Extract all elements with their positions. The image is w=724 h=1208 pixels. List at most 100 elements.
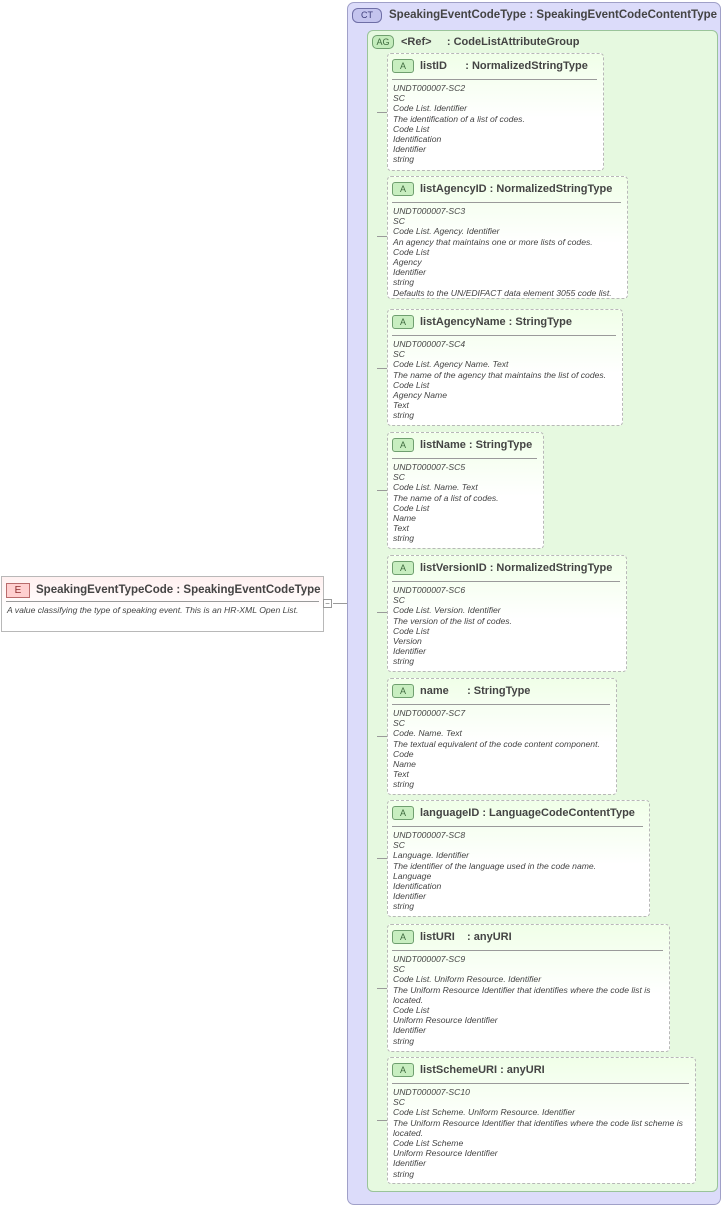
doc-line: Code. Name. Text (393, 728, 462, 739)
attribute-box-listversionid[interactable]: A listVersionID : NormalizedStringType U… (387, 555, 627, 672)
attribute-badge-icon: A (392, 437, 414, 452)
attribute-header: A listSchemeURI : anyURI (392, 1062, 545, 1077)
attribute-box-listagencyname[interactable]: A listAgencyName : StringType UNDT000007… (387, 309, 623, 426)
attribute-header: A listAgencyID : NormalizedStringType (392, 181, 612, 196)
doc-line: string (393, 901, 415, 912)
doc-line: The name of a list of codes. (393, 492, 499, 503)
doc-line: string (393, 656, 415, 667)
branch-tick (377, 858, 387, 859)
doc-line: The version of the list of codes. (393, 615, 512, 626)
doc-line: Identification (393, 134, 442, 145)
attribute-box-name[interactable]: A name : StringType UNDT000007-SC7 SC Co… (387, 678, 617, 795)
attribute-title: listAgencyID : NormalizedStringType (420, 182, 613, 195)
doc-line: Identifier (393, 144, 426, 155)
attribute-badge-icon: A (392, 805, 414, 820)
doc-line: SC (393, 93, 405, 104)
attribute-group-header: AG <Ref> : CodeListAttributeGroup (372, 34, 579, 50)
attribute-badge-icon: A (392, 1062, 414, 1077)
attribute-documentation: UNDT000007-SC10 SC Code List Scheme. Uni… (393, 1087, 689, 1179)
doc-line: The identifier of the language used in t… (393, 860, 597, 871)
complex-type-badge-icon: CT (352, 7, 382, 23)
doc-line: SC (393, 718, 405, 729)
doc-line: SC (393, 472, 405, 483)
doc-line: SC (393, 964, 405, 975)
attribute-divider (392, 704, 610, 705)
attribute-documentation: UNDT000007-SC7 SC Code. Name. Text The t… (393, 708, 610, 790)
doc-line: SC (393, 216, 405, 227)
doc-line: Identifier (393, 1025, 426, 1036)
doc-line: Code List (393, 123, 430, 134)
attribute-documentation: UNDT000007-SC9 SC Code List. Uniform Res… (393, 954, 663, 1046)
doc-line: Name (393, 513, 416, 524)
doc-line: UNDT000007-SC6 (393, 585, 466, 595)
attribute-title: listVersionID : NormalizedStringType (420, 561, 613, 574)
branch-tick (377, 988, 387, 989)
doc-line: The name of the agency that maintains th… (393, 369, 607, 380)
attribute-box-listuri[interactable]: A listURI : anyURI UNDT000007-SC9 SC Cod… (387, 924, 670, 1052)
doc-line: SC (393, 595, 405, 606)
doc-line: Code List. Agency. Identifier (393, 226, 500, 237)
doc-line: An agency that maintains one or more lis… (393, 236, 593, 247)
doc-line: Code List (393, 246, 430, 257)
attribute-box-listschemeuri[interactable]: A listSchemeURI : anyURI UNDT000007-SC10… (387, 1057, 696, 1184)
doc-line: Agency Name (393, 390, 447, 401)
branch-tick (377, 490, 387, 491)
attribute-title: name : StringType (420, 684, 531, 697)
doc-line: The Uniform Resource Identifier that ide… (393, 984, 651, 1005)
attribute-title: listURI : anyURI (420, 930, 512, 943)
doc-line: Name (393, 759, 416, 770)
doc-line: Language (393, 870, 432, 881)
branch-tick (377, 368, 387, 369)
attribute-header: A listURI : anyURI (392, 929, 512, 944)
doc-line: string (393, 779, 415, 790)
attribute-badge-icon: A (392, 560, 414, 575)
attribute-box-listid[interactable]: A listID : NormalizedStringType UNDT0000… (387, 53, 604, 171)
attribute-divider (392, 826, 643, 827)
doc-line: string (393, 410, 415, 421)
doc-line: Code List. Version. Identifier (393, 605, 501, 616)
doc-line: Identifier (393, 1158, 426, 1169)
attribute-box-listagencyid[interactable]: A listAgencyID : NormalizedStringType UN… (387, 176, 628, 299)
doc-line: Version (393, 636, 422, 647)
attribute-header: A languageID : LanguageCodeContentType (392, 805, 635, 820)
attribute-title: listSchemeURI : anyURI (420, 1063, 545, 1076)
attribute-header: A listID : NormalizedStringType (392, 58, 588, 73)
doc-line: string (393, 1168, 415, 1179)
doc-line: UNDT000007-SC2 (393, 83, 466, 93)
attribute-badge-icon: A (392, 929, 414, 944)
attribute-box-languageid[interactable]: A languageID : LanguageCodeContentType U… (387, 800, 650, 917)
attribute-header: A name : StringType (392, 683, 530, 698)
attribute-divider (392, 458, 537, 459)
branch-tick (377, 736, 387, 737)
collapse-toggle-icon[interactable]: − (323, 599, 332, 608)
doc-line: Code List. Agency Name. Text (393, 359, 509, 370)
attribute-divider (392, 202, 621, 203)
doc-line: Uniform Resource Identifier (393, 1015, 498, 1026)
doc-line: UNDT000007-SC10 (393, 1087, 470, 1097)
element-documentation: A value classifying the type of speaking… (7, 605, 299, 615)
element-title: SpeakingEventTypeCode : SpeakingEventCod… (36, 584, 321, 596)
doc-line: The textual equivalent of the code conte… (393, 738, 600, 749)
doc-line: Identifier (393, 646, 426, 657)
attribute-title: languageID : LanguageCodeContentType (420, 806, 635, 819)
attribute-badge-icon: A (392, 181, 414, 196)
doc-line: Code List (393, 625, 430, 636)
doc-line: Code List (393, 379, 430, 390)
attribute-divider (392, 950, 663, 951)
doc-line: string (393, 533, 415, 544)
attribute-group-badge-icon: AG (372, 35, 394, 49)
doc-line: UNDT000007-SC5 (393, 462, 466, 472)
doc-line: Code List (393, 1005, 430, 1016)
attribute-header: A listVersionID : NormalizedStringType (392, 560, 612, 575)
doc-line: Code List (393, 502, 430, 513)
doc-line: SC (393, 840, 405, 851)
element-box[interactable]: E SpeakingEventTypeCode : SpeakingEventC… (1, 576, 324, 632)
branch-tick (377, 1120, 387, 1121)
doc-line: Agency (393, 257, 422, 268)
complex-type-header: CT SpeakingEventCodeType : SpeakingEvent… (352, 7, 717, 23)
attribute-box-listname[interactable]: A listName : StringType UNDT000007-SC5 S… (387, 432, 544, 549)
doc-line: Text (393, 769, 409, 780)
attribute-title: listAgencyName : StringType (420, 315, 572, 328)
doc-line: Uniform Resource Identifier (393, 1148, 498, 1159)
attribute-divider (392, 581, 620, 582)
